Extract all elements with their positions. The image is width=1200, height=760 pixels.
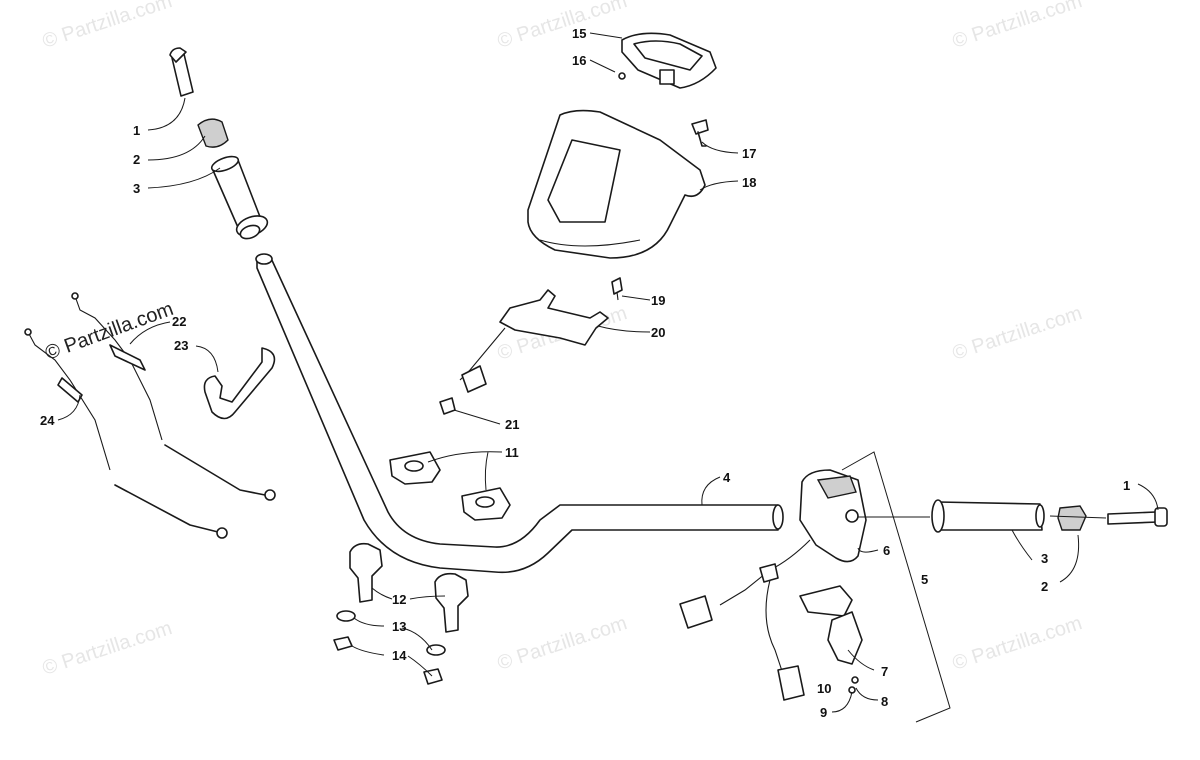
callout-22: 22 [172,314,186,329]
speedometer-bezel [618,32,717,89]
switch-housing [679,469,930,701]
callout-21: 21 [505,417,519,432]
watermark: © Partzilla.com [950,302,1085,365]
callout-13: 13 [392,619,406,634]
cover-bracket [439,277,623,415]
callout-2-left: 2 [133,152,140,167]
cable-strap [203,347,276,420]
callout-11: 11 [505,445,519,460]
right-grip-assembly [931,499,1168,533]
callout-19: 19 [651,293,665,308]
harness-bracket-lines [841,451,951,723]
watermark: © Partzilla.com [495,612,630,675]
callout-16: 16 [572,53,586,68]
handlebar [255,253,784,574]
callout-3-left: 3 [133,181,140,196]
callout-23: 23 [174,338,188,353]
callout-5: 5 [921,572,928,587]
callout-1-left: 1 [133,123,140,138]
callout-9: 9 [820,705,827,720]
callout-10: 10 [817,681,831,696]
left-grip-assembly [169,47,269,240]
callout-1-right: 1 [1123,478,1130,493]
watermark: © Partzilla.com [950,612,1085,675]
watermark: © Partzilla.com [950,0,1085,53]
callout-15: 15 [572,26,586,41]
watermark: © Partzilla.com [40,0,175,53]
callout-2-right: 2 [1041,579,1048,594]
callout-3-right: 3 [1041,551,1048,566]
callout-7: 7 [881,664,888,679]
callout-17: 17 [742,146,756,161]
callout-8: 8 [881,694,888,709]
watermark: © Partzilla.com [495,0,630,53]
throttle-cables [24,292,276,539]
callout-18: 18 [742,175,756,190]
handlebar-cover [527,109,709,259]
callout-labels: 1 2 3 15 16 17 18 19 20 21 11 4 1 6 3 5 … [40,26,1130,720]
callout-6: 6 [883,543,890,558]
handlebar-clamps [389,451,511,521]
handlebar-risers [333,542,469,685]
watermark-strong: © Partzilla.com [42,298,176,365]
callout-12: 12 [392,592,406,607]
leader-lines [57,32,1159,713]
callout-24: 24 [40,413,55,428]
callout-20: 20 [651,325,665,340]
watermark: © Partzilla.com [40,617,175,680]
callout-4: 4 [723,470,731,485]
callout-14: 14 [392,648,407,663]
